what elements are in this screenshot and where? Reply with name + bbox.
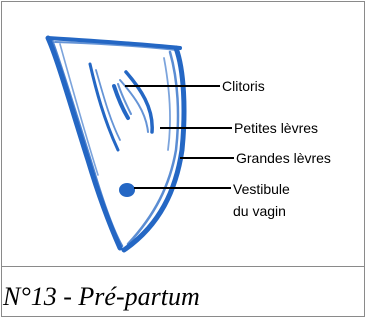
- label-petites-levres: Petites lèvres: [234, 120, 318, 136]
- anatomy-drawing: Clitoris Petites lèvres Grandes lèvres V…: [0, 0, 368, 270]
- blue-marker-sketch: [48, 38, 184, 250]
- label-clitoris: Clitoris: [222, 78, 265, 94]
- labia-minora-right: [126, 72, 152, 132]
- labels: Clitoris Petites lèvres Grandes lèvres V…: [222, 78, 331, 219]
- label-grandes-levres: Grandes lèvres: [236, 150, 331, 166]
- figure-caption: N°13 - Pré-partum: [3, 282, 200, 312]
- label-vestibule-line1: Vestibule: [233, 181, 290, 197]
- labia-minora-left: [90, 64, 118, 150]
- label-vestibule-line2: du vagin: [233, 203, 286, 219]
- vestibule-dot: [119, 183, 135, 197]
